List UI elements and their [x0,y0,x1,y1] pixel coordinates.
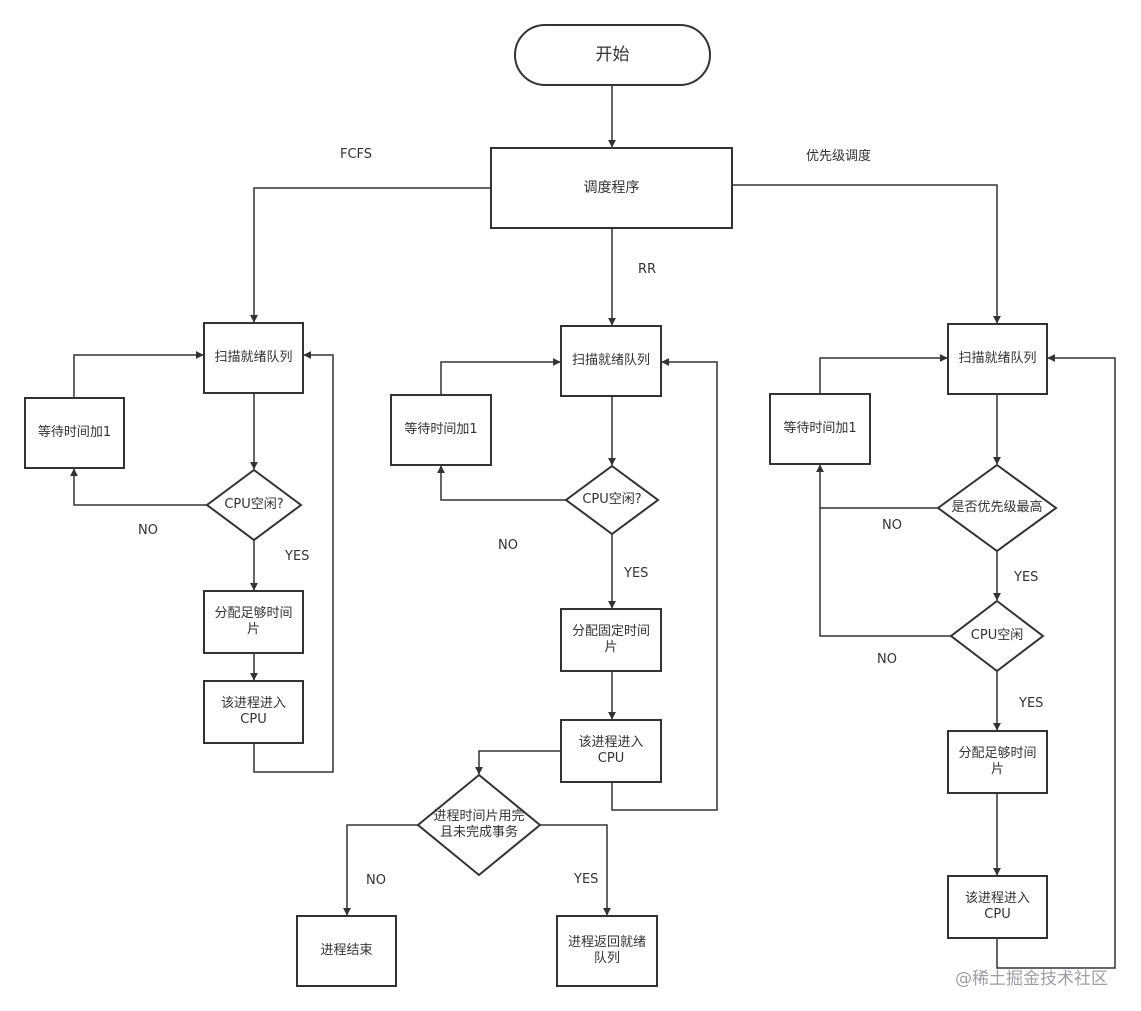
scheduler-node[interactable] [490,147,733,229]
edge-pri-enter-loop [996,354,1116,969]
edge-label-pri-yes2: YES [1019,696,1044,711]
edge-fcfs-wait-scan [73,351,204,398]
edge-label-fcfs: FCFS [340,147,373,162]
edge-rr-enter-loop [611,358,718,811]
pri-alloc-node[interactable] [947,730,1048,794]
edge-rr-idle-no [437,465,566,501]
fcfs-enter-node[interactable] [203,680,304,744]
edge-label-pri-no1: NO [882,518,902,533]
watermark: @稀土掘金技术社区 [955,969,1108,989]
pri-enter-node[interactable] [947,875,1048,939]
pri-cpu-idle-node[interactable] [949,599,1045,673]
rr-end-node[interactable] [296,915,397,987]
edge-pri-wait-scan [819,354,948,394]
pri-highest-node[interactable] [936,463,1058,553]
edge-pri-highest-no [816,464,938,509]
edge-label-pri-no2: NO [877,652,897,667]
edge-fcfs-enter-loop [253,351,334,773]
edge-rr-enter-check [475,750,561,775]
edge-label-rr-check-yes: YES [574,872,599,887]
edge-label-fcfs-yes: YES [285,549,310,564]
edge-label-rr-yes: YES [624,566,649,581]
edge-label-rr: RR [638,262,657,277]
rr-return-node[interactable] [556,915,658,987]
rr-alloc-node[interactable] [560,608,662,672]
edge-label-priority: 优先级调度 [806,149,872,164]
rr-enter-node[interactable] [560,719,662,783]
fcfs-alloc-node[interactable] [203,590,304,654]
rr-scan-node[interactable] [560,325,662,397]
rr-cpu-idle-node[interactable] [564,464,660,536]
edge-rr-check-no [343,824,418,916]
rr-wait-node[interactable] [390,394,492,466]
pri-scan-node[interactable] [947,323,1048,395]
edge-label-rr-check-no: NO [366,873,386,888]
rr-check-node[interactable] [416,773,542,877]
edge-label-fcfs-no: NO [138,523,158,538]
edge-rr-wait-scan [440,358,561,395]
fcfs-cpu-idle-node[interactable] [205,468,303,542]
pri-wait-node[interactable] [769,393,871,465]
fcfs-scan-node[interactable] [203,322,304,394]
edge-label-rr-no: NO [498,538,518,553]
edge-scheduler-fcfs [250,187,491,323]
edge-scheduler-priority [732,184,1001,324]
start-node[interactable] [514,24,711,86]
edge-rr-check-yes [540,824,611,916]
edge-pri-idle-no [819,508,951,637]
edge-label-pri-yes1: YES [1014,570,1039,585]
edge-fcfs-idle-no [70,468,207,506]
fcfs-wait-node[interactable] [24,397,125,469]
